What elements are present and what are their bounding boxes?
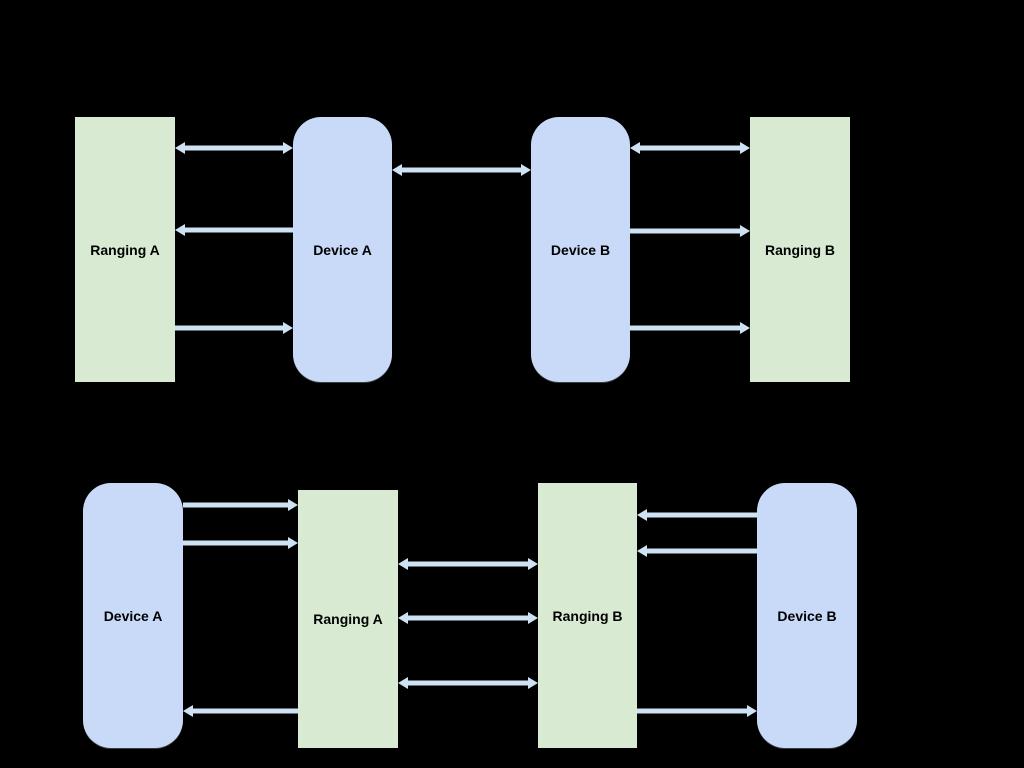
top-diagram-arrow-4-both [392,162,531,178]
arrowhead-right-icon [747,705,757,717]
top-diagram-arrow-5-both [630,140,750,156]
node-top-device-b: Device B [531,117,630,382]
node-bottom-device-a-label: Device A [103,607,163,624]
arrow-shaft [645,512,757,518]
arrow-shaft [400,167,523,173]
top-diagram-arrow-3-right [175,320,293,336]
arrowhead-right-icon [528,558,538,570]
node-bottom-ranging-b: Ranging B [538,483,637,748]
node-top-device-a: Device A [293,117,392,382]
arrowhead-right-icon [521,164,531,176]
arrow-shaft [183,145,285,151]
bottom-diagram-arrow-7-left [637,507,757,523]
arrow-shaft [175,325,285,331]
node-top-ranging-a-label: Ranging A [90,241,160,258]
arrow-shaft [183,227,293,233]
node-top-device-a-label: Device A [313,241,372,258]
arrow-shaft [406,680,530,686]
node-bottom-device-b: Device B [757,483,857,748]
bottom-diagram-arrow-1-right [183,497,298,513]
top-diagram-arrow-1-both [175,140,293,156]
arrowhead-right-icon [740,142,750,154]
arrowhead-right-icon [288,537,298,549]
arrow-shaft [645,548,757,554]
arrowhead-right-icon [528,677,538,689]
top-diagram-arrow-7-right [630,320,750,336]
arrowhead-left-icon [637,545,647,557]
bottom-diagram-arrow-3-left [183,703,298,719]
arrowhead-left-icon [392,164,402,176]
arrowhead-left-icon [637,509,647,521]
top-diagram-arrow-6-right [630,223,750,239]
arrow-shaft [630,325,742,331]
bottom-diagram-arrow-4-both [398,556,538,572]
bottom-diagram-arrow-6-both [398,675,538,691]
arrowhead-left-icon [398,558,408,570]
arrowhead-right-icon [740,322,750,334]
node-top-ranging-a: Ranging A [75,117,175,382]
arrowhead-left-icon [175,224,185,236]
arrowhead-left-icon [398,677,408,689]
node-top-ranging-b-label: Ranging B [765,241,835,258]
arrowhead-left-icon [398,612,408,624]
node-bottom-device-a: Device A [83,483,183,748]
arrow-shaft [191,708,298,714]
bottom-diagram-arrow-2-right [183,535,298,551]
arrow-shaft [183,502,290,508]
arrowhead-left-icon [175,142,185,154]
node-bottom-ranging-b-label: Ranging B [552,607,623,624]
top-diagram-arrow-2-left [175,222,293,238]
arrow-shaft [406,561,530,567]
node-bottom-ranging-a: Ranging A [298,490,398,748]
node-top-device-b-label: Device B [550,241,611,258]
node-bottom-ranging-a-label: Ranging A [313,611,383,627]
bottom-diagram-arrow-5-both [398,610,538,626]
arrow-shaft [637,708,749,714]
arrowhead-right-icon [283,322,293,334]
arrow-shaft [183,540,290,546]
arrowhead-right-icon [528,612,538,624]
arrowhead-right-icon [740,225,750,237]
arrow-shaft [638,145,742,151]
arrowhead-left-icon [183,705,193,717]
arrowhead-right-icon [288,499,298,511]
arrow-shaft [406,615,530,621]
bottom-diagram-arrow-9-right [637,703,757,719]
node-top-ranging-b: Ranging B [750,117,850,382]
node-bottom-device-b-label: Device B [777,607,837,624]
bottom-diagram-arrow-8-left [637,543,757,559]
arrowhead-right-icon [283,142,293,154]
arrowhead-left-icon [630,142,640,154]
arrow-shaft [630,228,742,234]
